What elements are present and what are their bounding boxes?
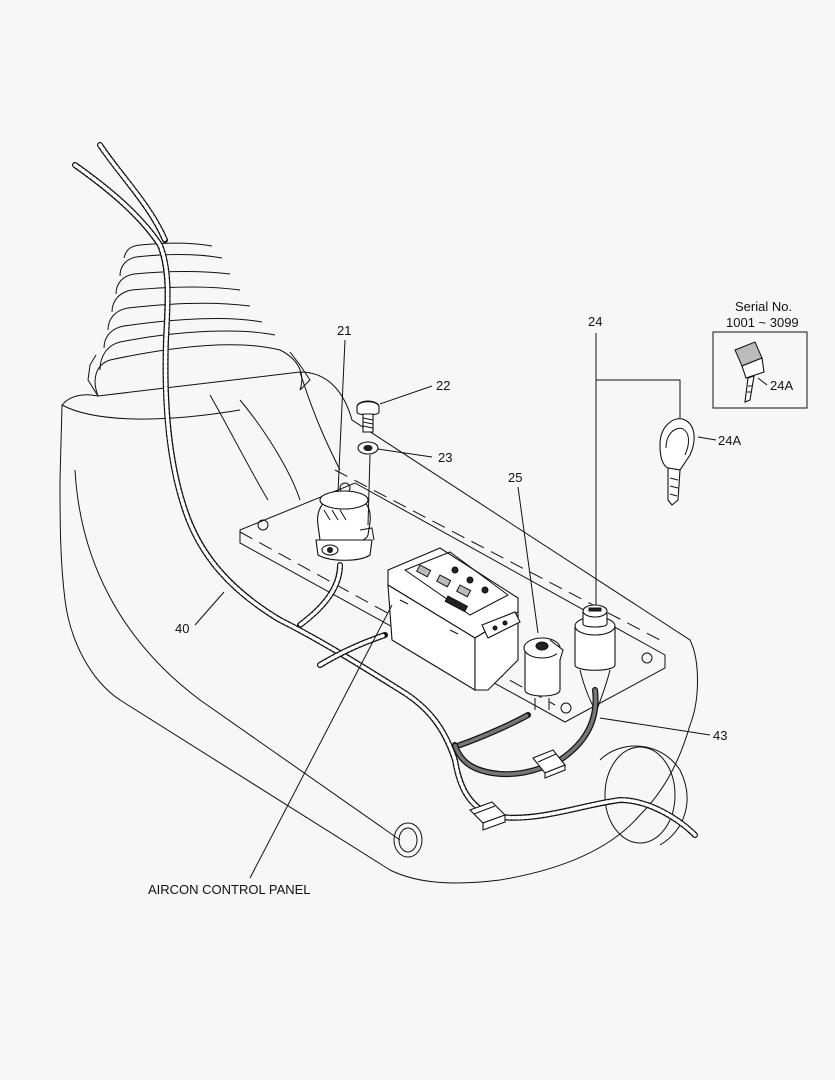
callout-24a-inset: 24A [770, 378, 793, 393]
leader-lines [194, 333, 768, 879]
part-24-ignition-switch [574, 604, 616, 711]
callout-25: 25 [508, 470, 522, 485]
aircon-control-panel [387, 547, 521, 691]
part-21-buzzer [315, 490, 375, 561]
connector-43 [532, 749, 566, 779]
callouts: 21 22 23 24 24A 25 40 43 24A Serial No. … [148, 299, 799, 897]
callout-23: 23 [438, 450, 452, 465]
callout-40: 40 [175, 621, 189, 636]
wire-harness-43 [452, 687, 599, 778]
serial-label: Serial No. [735, 299, 792, 314]
inset-key-icon [734, 341, 765, 403]
serial-inset [712, 331, 808, 409]
lever-boot [87, 242, 311, 397]
callout-24: 24 [588, 314, 602, 329]
callout-22: 22 [436, 378, 450, 393]
wire-branch-21 [297, 562, 343, 628]
console-housing [59, 371, 698, 884]
connector-40 [469, 801, 506, 831]
callout-24a-main: 24A [718, 433, 741, 448]
part-24a-key [659, 418, 695, 506]
aircon-panel-label: AIRCON CONTROL PANEL [148, 882, 311, 897]
serial-range: 1001 ~ 3099 [726, 315, 799, 330]
wire-branch-panel [317, 632, 388, 668]
callout-43: 43 [713, 728, 727, 743]
part-23-washer [357, 441, 379, 455]
callout-21: 21 [337, 323, 351, 338]
part-22-bolt [356, 400, 380, 433]
part-25-socket [523, 637, 564, 710]
wire-harness-40 [72, 142, 698, 838]
